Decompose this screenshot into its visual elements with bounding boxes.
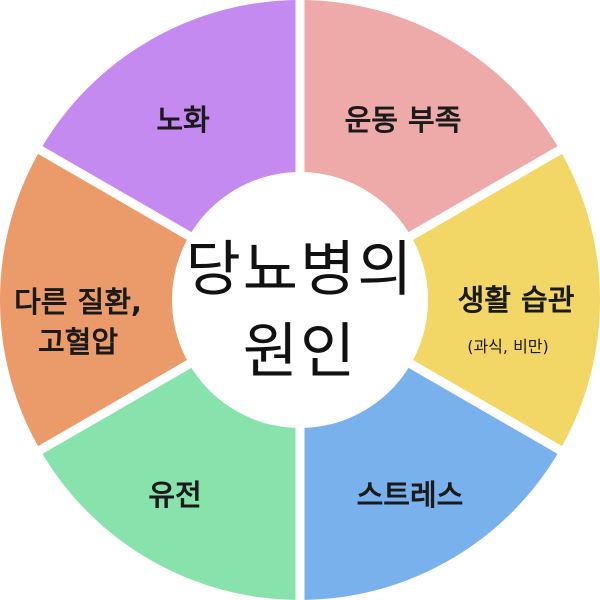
center-title-line1: 당뇨병의 [186,235,415,305]
label-lifestyle: 생활 습관 [458,283,575,317]
label-exercise: 운동 부족 [345,103,462,137]
label-genetics: 유전 [148,478,201,512]
sublabel-lifestyle: (과식, 비만) [467,337,549,356]
segment-disease [0,150,300,450]
label-aging: 노화 [156,103,210,137]
segment-lifestyle [300,150,600,450]
label-stress: 스트레스 [357,478,464,512]
sublabel-disease: 고혈압 [38,325,118,359]
center-title-line2: 원인 [243,317,357,387]
label-disease: 다른 질환, [14,285,142,319]
center-circle [172,172,428,428]
